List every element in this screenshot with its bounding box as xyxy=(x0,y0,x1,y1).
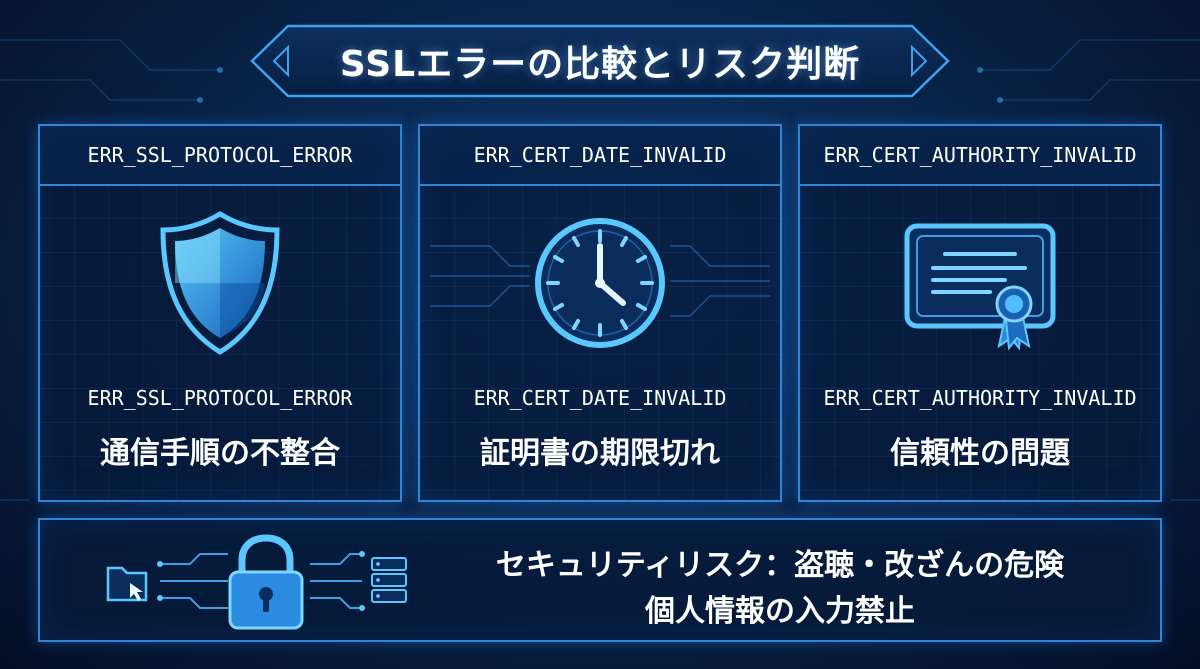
risk-advice-text: 個人情報の入力禁止 xyxy=(645,594,915,629)
shield-icon xyxy=(40,208,400,358)
error-description: 通信手順の不整合 xyxy=(100,436,340,471)
card-ssl-protocol-error: ERR_SSL_PROTOCOL_ERROR ERR_SSL_PROTOCOL_… xyxy=(38,124,402,502)
circuit-lines-decoration xyxy=(430,245,770,317)
error-code-label: ERR_CERT_DATE_INVALID xyxy=(473,386,727,410)
card-header: ERR_CERT_AUTHORITY_INVALID xyxy=(800,126,1160,186)
error-description: 証明書の期限切れ xyxy=(480,436,720,471)
card-cert-authority-invalid: ERR_CERT_AUTHORITY_INVALID ERR_CERT_AUTH… xyxy=(798,124,1162,502)
security-risk-panel: セキュリティリスク：盗聴・改ざんの危険 個人情報の入力禁止 xyxy=(38,518,1162,642)
error-code-label: ERR_CERT_AUTHORITY_INVALID xyxy=(823,386,1137,410)
risk-warning-text: セキュリティリスク：盗聴・改ざんの危険 xyxy=(495,548,1065,583)
card-header: ERR_SSL_PROTOCOL_ERROR xyxy=(40,126,400,186)
folder-icon xyxy=(106,566,148,602)
error-code-label: ERR_SSL_PROTOCOL_ERROR xyxy=(87,386,353,410)
title-frame xyxy=(250,24,950,98)
padlock-icon xyxy=(228,534,304,630)
server-icon xyxy=(371,557,407,603)
certificate-icon xyxy=(800,208,1160,358)
card-header: ERR_CERT_DATE_INVALID xyxy=(420,126,780,186)
card-cert-date-invalid: ERR_CERT_DATE_INVALID xyxy=(418,124,782,502)
title-banner: SSLエラーの比較とリスク判断 xyxy=(248,22,952,100)
error-description: 信頼性の問題 xyxy=(890,436,1070,471)
clock-icon xyxy=(420,208,780,358)
page-title: SSLエラーの比較とリスク判断 xyxy=(339,44,861,85)
risk-icon-group xyxy=(106,534,407,630)
